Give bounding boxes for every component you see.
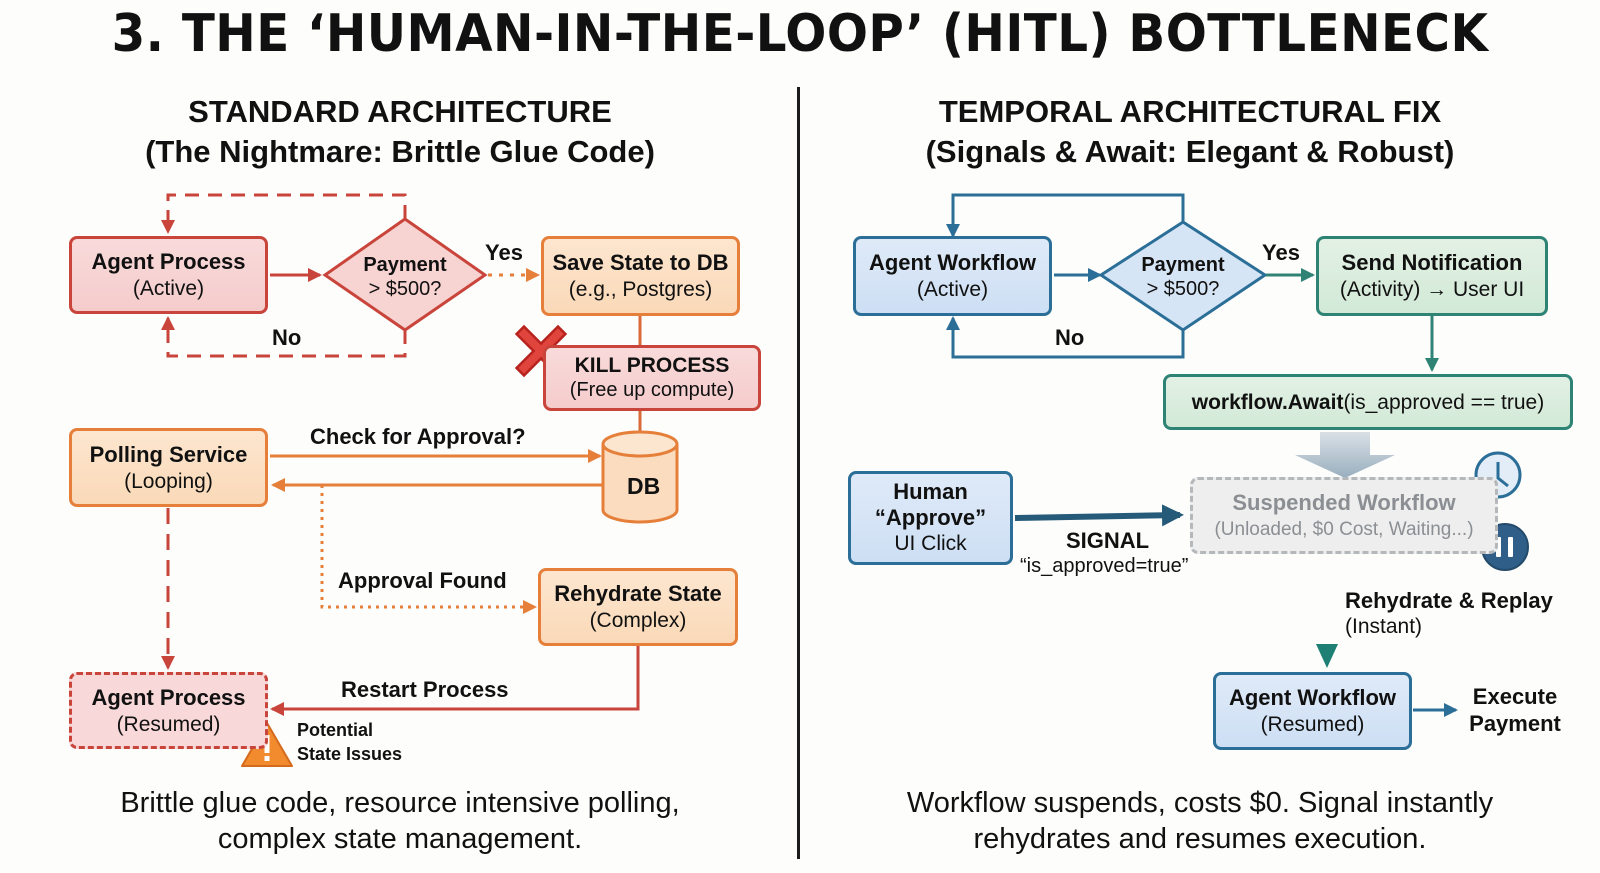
signal-value-label: “is_approved=true” xyxy=(1020,555,1189,577)
left-loop-no-edge xyxy=(161,316,407,358)
right-decision-label: Payment > $500? xyxy=(1123,253,1243,301)
left-approval-found-edge xyxy=(320,485,537,614)
x-mark-icon xyxy=(514,324,568,378)
left-agent-process-active: Agent Process (Active) xyxy=(69,236,268,314)
kill-process-node: KILL PROCESS (Free up compute) xyxy=(543,345,761,411)
await-function: workflow.Await xyxy=(1191,390,1344,414)
right-agent-workflow-active: Agent Workflow (Active) xyxy=(853,236,1052,316)
signal-label: SIGNAL xyxy=(1066,528,1150,553)
node-title: Save State to DB xyxy=(552,250,729,275)
execute-payment-label: Execute Payment xyxy=(1460,683,1570,737)
node-title: Rehydrate State xyxy=(554,581,722,606)
footer-line: Brittle glue code, resource intensive po… xyxy=(120,787,680,819)
human-approve-node: Human “Approve” UI Click xyxy=(848,471,1013,565)
node-line: Human xyxy=(893,479,968,504)
approval-found-label: Approval Found xyxy=(338,568,507,593)
footer-line: complex state management. xyxy=(217,823,583,855)
left-loop-top-edge xyxy=(161,193,407,234)
left-footer: Brittle glue code, resource intensive po… xyxy=(60,785,740,857)
node-subtitle: (Unloaded, $0 Cost, Waiting...) xyxy=(1214,518,1474,540)
edge-label: Rehydrate & Replay xyxy=(1345,588,1553,613)
edge-sublabel: (Instant) xyxy=(1345,615,1423,638)
left-no-label: No xyxy=(272,325,302,350)
node-title: Agent Process xyxy=(91,684,246,710)
send-notification-node: Send Notification (Activity) → User UI xyxy=(1316,236,1548,316)
footer-line: Workflow suspends, costs $0. Signal inst… xyxy=(906,787,1494,819)
left-decision-diamond xyxy=(322,217,488,332)
right-heading-subtitle: (Signals & Await: Elegant & Robust) xyxy=(925,134,1455,169)
right-footer: Workflow suspends, costs $0. Signal inst… xyxy=(840,785,1560,857)
page-title: 3. THE ‘HUMAN-IN-THE-LOOP’ (HITL) BOTTLE… xyxy=(111,4,1489,64)
right-heading: TEMPORAL ARCHITECTURAL FIX (Signals & Aw… xyxy=(840,92,1540,172)
node-subtitle: (Complex) xyxy=(589,609,687,632)
node-subtitle: (Resumed) xyxy=(1260,713,1365,736)
decision-condition: > $500? xyxy=(368,278,442,300)
edge-label: Execute xyxy=(1472,684,1558,709)
await-node: workflow.Await(is_approved == true) xyxy=(1163,374,1573,430)
node-title: Agent Process xyxy=(91,249,246,274)
db-label: DB xyxy=(627,473,661,499)
node-title: Agent Workflow xyxy=(1228,685,1397,710)
node-title: KILL PROCESS xyxy=(574,354,730,377)
node-title: Polling Service xyxy=(89,441,248,467)
left-decision-label: Payment > $500? xyxy=(345,253,465,301)
right-loop-top-edge xyxy=(946,193,1185,238)
potential-issues-note: Potential State Issues xyxy=(297,718,402,766)
right-no-label: No xyxy=(1055,325,1085,350)
right-decision-diamond xyxy=(1098,220,1268,332)
save-state-node: Save State to DB (e.g., Postgres) xyxy=(541,236,740,316)
node-subtitle: (Looping) xyxy=(124,469,213,493)
rehydrate-state-node: Rehydrate State (Complex) xyxy=(538,568,738,646)
restart-process-label: Restart Process xyxy=(341,677,509,702)
rehydrate-replay-label: Rehydrate & Replay (Instant) xyxy=(1345,588,1553,640)
polling-service-node: Polling Service (Looping) xyxy=(69,428,268,507)
note-line: State Issues xyxy=(297,744,403,764)
await-to-suspended-arrow xyxy=(1295,432,1395,478)
signal-edge xyxy=(1014,504,1184,527)
node-line: UI Click xyxy=(894,532,967,555)
right-agent-workflow-resumed: Agent Workflow (Resumed) xyxy=(1213,672,1412,750)
decision-title: Payment xyxy=(1141,254,1225,276)
decision-title: Payment xyxy=(363,254,447,276)
right-heading-title: TEMPORAL ARCHITECTURAL FIX xyxy=(938,94,1442,129)
left-heading-subtitle: (The Nightmare: Brittle Glue Code) xyxy=(145,134,655,169)
node-subtitle: (Active) xyxy=(916,278,989,301)
left-heading: STANDARD ARCHITECTURE (The Nightmare: Br… xyxy=(60,92,740,172)
node-subtitle: (e.g., Postgres) xyxy=(568,278,713,301)
suspended-workflow-node: Suspended Workflow (Unloaded, $0 Cost, W… xyxy=(1190,477,1498,554)
check-approval-label: Check for Approval? xyxy=(310,424,526,449)
node-subtitle: (Activity) → User UI xyxy=(1339,278,1525,301)
node-title: Agent Workflow xyxy=(868,250,1037,275)
node-subtitle: (Active) xyxy=(132,277,205,300)
db-cylinder xyxy=(601,430,679,524)
decision-condition: > $500? xyxy=(1146,278,1220,300)
node-line: “Approve” xyxy=(874,505,987,530)
column-divider xyxy=(797,87,800,859)
node-subtitle: (Free up compute) xyxy=(569,379,735,401)
left-yes-label: Yes xyxy=(485,240,523,265)
await-condition: (is_approved == true) xyxy=(1343,390,1545,414)
node-title: Send Notification xyxy=(1341,250,1523,275)
node-subtitle: (Resumed) xyxy=(116,712,221,736)
right-yes-label: Yes xyxy=(1262,240,1300,265)
left-heading-title: STANDARD ARCHITECTURE xyxy=(188,94,612,129)
edge-label: Payment xyxy=(1469,711,1561,736)
right-loop-no-edge xyxy=(946,316,1185,359)
node-title: Suspended Workflow xyxy=(1232,489,1456,515)
footer-line: rehydrates and resumes execution. xyxy=(973,823,1427,855)
left-restart-edge xyxy=(270,645,640,716)
left-agent-process-resumed: Agent Process (Resumed) xyxy=(69,672,268,749)
note-line: Potential xyxy=(297,720,374,740)
